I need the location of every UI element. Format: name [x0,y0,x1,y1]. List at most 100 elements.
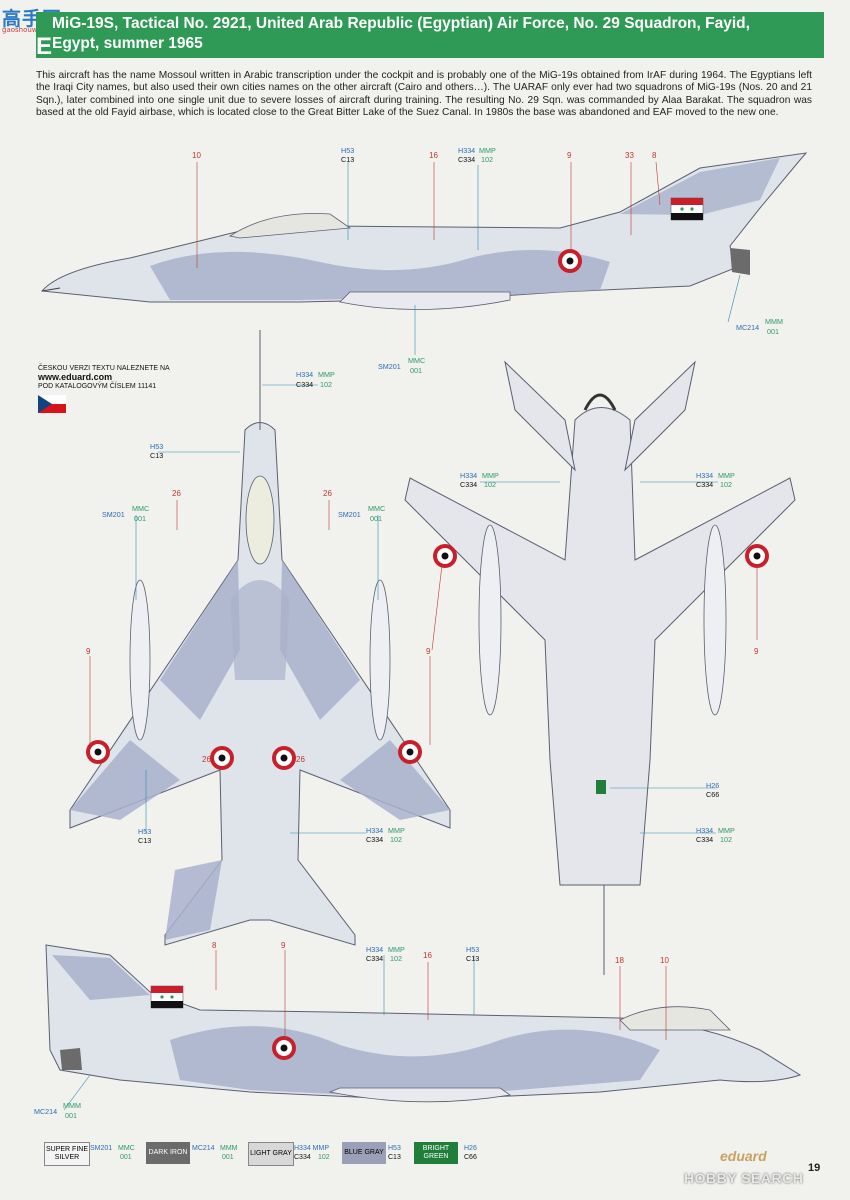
legend-code: 001 [120,1154,132,1161]
legend-swatch: LIGHT GRAY [248,1142,294,1166]
bottom-view [404,360,796,975]
callout-h334-b: H334 [296,370,313,379]
callout-26-b: 26 [323,489,332,498]
legend-code: C66 [464,1154,477,1161]
callout-8-bottom: 8 [212,941,217,950]
czech-flag-icon [38,395,66,413]
callout-c13-d: C13 [466,954,479,963]
callout-mc214-b: MC214 [34,1107,57,1116]
callout-sm201-b: SM201 [102,510,125,519]
callout-33: 33 [625,151,634,160]
legend-code: 102 [318,1154,330,1161]
legend-code: SM201 [90,1145,113,1152]
legend-swatch: SUPER FINE SILVER [44,1142,90,1166]
site-watermark: HOBBY SEARCH [684,1170,804,1186]
top-view [69,330,451,946]
callout-8-top: 8 [652,151,657,160]
callout-c13-a: C13 [341,155,354,164]
callout-c334-f: C334 [696,835,713,844]
callout-mmm-a: MMM [765,317,783,326]
legend-code: MMC [118,1145,135,1152]
legend-code: H334 MMP [294,1145,330,1152]
callout-102-e: 102 [720,480,732,489]
legend-swatch: BLUE GRAY [342,1142,386,1164]
czech-line-2: POD KATALOGOVÝM ČÍSLEM 11141 [38,383,157,390]
legend-swatch: DARK IRON [146,1142,190,1164]
watermark-sub: gaoshouwang [2,26,51,34]
legend-item-blue-gray: BLUE GRAY H53 C13 [342,1142,422,1164]
callout-9-mid: 9 [426,647,431,656]
page-title: MiG-19S, Tactical No. 2921, United Arab … [52,15,750,52]
callout-h334-f: H334 [696,826,713,835]
callout-001-a: 001 [767,327,779,336]
callout-102-d: 102 [484,480,496,489]
callout-mmp-d: MMP [482,471,499,480]
callout-h334-d: H334 [460,471,477,480]
callout-h334-c: H334 [366,826,383,835]
callout-sm201-a: SM201 [378,362,401,371]
callout-c334-b: C334 [296,380,313,389]
callout-mmp-e: MMP [718,471,735,480]
callout-18: 18 [615,956,624,965]
callout-h334-a: H334 [458,146,475,155]
legend-code: MMM [220,1145,238,1152]
profile-letter: E [36,33,53,60]
callout-9-right: 9 [754,647,759,656]
description-text: This aircraft has the name Mossoul writt… [36,70,812,118]
callout-102-g: 102 [390,954,402,963]
callout-102-c: 102 [390,835,402,844]
legend-item-bright-green: BRIGHT GREEN H26 C66 [414,1142,494,1164]
callout-001-b: 001 [410,366,422,375]
callout-16-bottom: 16 [423,951,432,960]
callout-c13-c: C13 [138,836,151,845]
callout-c334-g: C334 [366,954,383,963]
callout-c334-e: C334 [696,480,713,489]
callout-mmp-f: MMP [718,826,735,835]
legend-item-dark-iron: DARK IRON MC214 MMM 001 [146,1142,246,1164]
title-banner [36,12,824,58]
callout-sm201-c: SM201 [338,510,361,519]
callout-102-b: 102 [320,380,332,389]
callout-001-c: 001 [134,514,146,523]
czech-url[interactable]: www.eduard.com [38,372,113,382]
callout-10-bottom: 10 [660,956,669,965]
callout-mmp-b: MMP [318,370,335,379]
callout-9-bottom: 9 [281,941,286,950]
callout-c13-b: C13 [150,451,163,460]
legend-code: H26 [464,1145,477,1152]
callout-26-d: 26 [296,755,305,764]
callout-h26: H26 [706,781,719,790]
callout-mmp-c: MMP [388,826,405,835]
callout-9-top: 9 [567,151,572,160]
callout-001-e: 001 [65,1111,77,1120]
brand-logo: eduard [720,1148,767,1164]
legend-swatch: BRIGHT GREEN [414,1142,458,1164]
legend-item-light-gray: LIGHT GRAY H334 MMP C334 102 [248,1142,348,1166]
legend-item-silver: SUPER FINE SILVER SM201 MMC 001 [44,1142,144,1166]
callout-lines [89,161,758,1040]
legend-code: C334 [294,1154,311,1161]
callout-26-a: 26 [172,489,181,498]
callout-9-left: 9 [86,647,91,656]
czech-note: ČESKOU VERZI TEXTU NALEZNETE NA www.edua… [38,364,238,391]
side-profile-right [45,944,802,1103]
callout-h334-e: H334 [696,471,713,480]
legend-code: MC214 [192,1145,215,1152]
callout-102-a: 102 [481,155,493,164]
callout-lines-color [63,162,741,1111]
callout-102-f: 102 [720,835,732,844]
callout-16-top: 16 [429,151,438,160]
legend-code: C13 [388,1154,401,1161]
callout-mmp-g: MMP [388,945,405,954]
callout-h334-g: H334 [366,945,383,954]
side-profile-left [40,152,808,310]
callout-mc214-a: MC214 [736,323,759,332]
callout-mmc-b: MMC [132,504,149,513]
legend-code: H53 [388,1145,401,1152]
callout-c66: C66 [706,790,719,799]
legend-code: 001 [222,1154,234,1161]
callout-mmm-b: MMM [63,1101,81,1110]
callout-10-top: 10 [192,151,201,160]
